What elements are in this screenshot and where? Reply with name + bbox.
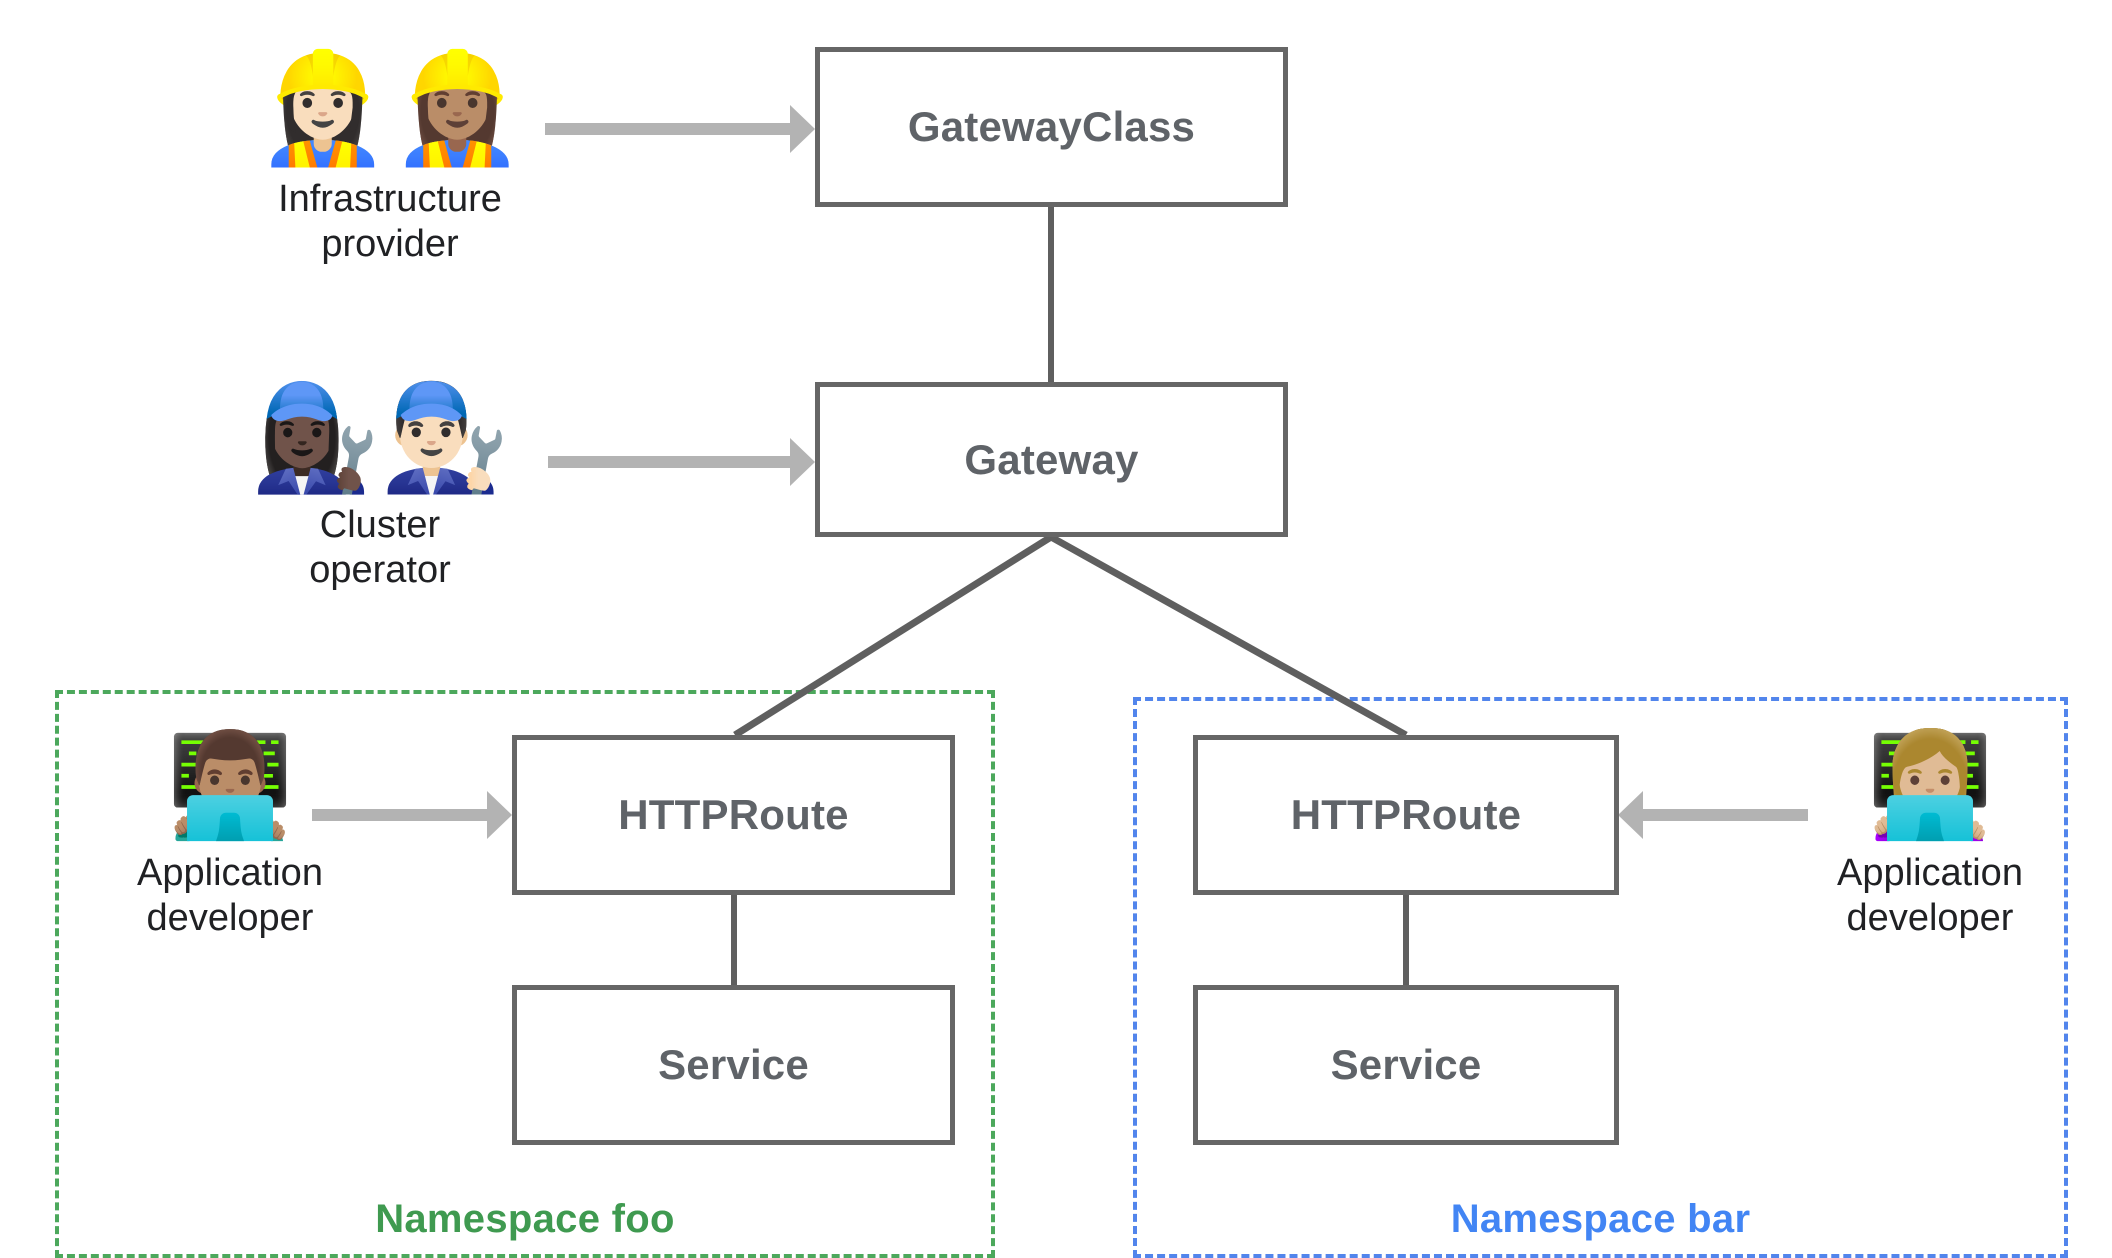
actor-infrastructure-provider-caption: Infrastructure provider — [278, 178, 502, 265]
gatewayclass-label: GatewayClass — [907, 103, 1196, 150]
man-technologist-icon: 👨🏽‍💻 — [166, 726, 294, 845]
arrow-infra-to-gatewayclass — [545, 105, 815, 153]
actor-app-developer-foo-caption: Application developer — [137, 852, 323, 939]
arrow-operator-to-gateway — [548, 438, 815, 486]
woman-technologist-icon: 👩🏼‍💻 — [1866, 726, 1994, 845]
actor-cluster-operator: 👩🏿‍🔧👨🏻‍🔧 Cluster operator — [250, 385, 510, 593]
resource-box-service-foo[interactable]: Service — [512, 985, 955, 1145]
actor-app-developer-bar-caption: Application developer — [1837, 852, 2023, 939]
namespace-bar-container: Namespace bar — [1133, 697, 2068, 1258]
resource-box-httproute-foo[interactable]: HTTPRoute — [512, 735, 955, 895]
resource-box-httproute-bar[interactable]: HTTPRoute — [1193, 735, 1619, 895]
httproute-bar-label: HTTPRoute — [1290, 791, 1522, 838]
service-foo-label: Service — [658, 1041, 809, 1088]
resource-box-gatewayclass[interactable]: GatewayClass — [815, 47, 1288, 207]
namespace-foo-container: Namespace foo — [55, 690, 995, 1258]
resource-box-service-bar[interactable]: Service — [1193, 985, 1619, 1145]
mechanics-with-wrench-icon: 👩🏿‍🔧👨🏻‍🔧 — [250, 376, 510, 498]
gateway-label: Gateway — [964, 435, 1139, 483]
namespace-foo-label: Namespace foo — [375, 1197, 675, 1241]
httproute-foo-label: HTTPRoute — [618, 791, 849, 838]
actor-app-developer-bar: 👩🏼‍💻 Application developer — [1810, 735, 2050, 941]
actor-infrastructure-provider: 👷🏻‍♀️👷🏽‍♀️ Infrastructure provider — [256, 55, 525, 267]
service-bar-label: Service — [1330, 1041, 1482, 1088]
resource-box-gateway[interactable]: Gateway — [815, 382, 1288, 537]
actor-cluster-operator-caption: Cluster operator — [309, 504, 451, 591]
actor-app-developer-foo: 👨🏽‍💻 Application developer — [110, 735, 350, 941]
construction-worker-women-icon: 👷🏻‍♀️👷🏽‍♀️ — [255, 46, 525, 171]
namespace-bar-label: Namespace bar — [1450, 1197, 1751, 1241]
